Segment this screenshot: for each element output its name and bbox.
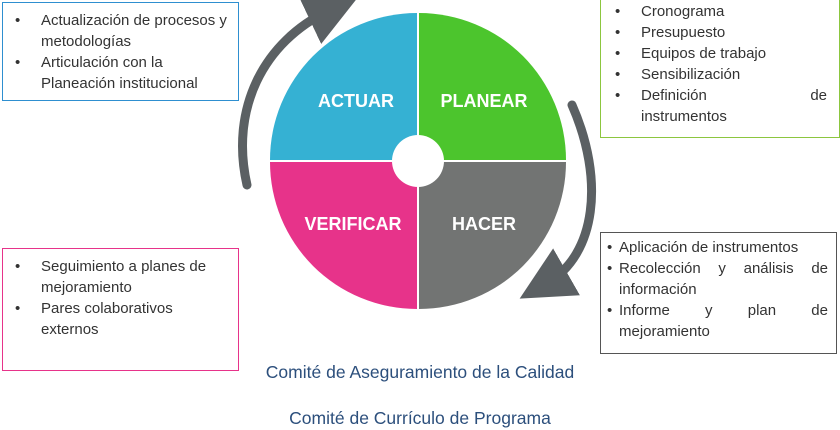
verificar-item: Pares colaborativos externos — [9, 298, 232, 340]
hacer-actions-box: Aplicación de instrumentos Recolección y… — [600, 232, 837, 354]
planear-item-line: instrumentos — [641, 108, 727, 125]
quadrant-label-actuar: ACTUAR — [318, 91, 394, 111]
quadrant-label-planear: PLANEAR — [440, 91, 527, 111]
hacer-item: Informe y plan de mejoramiento — [607, 300, 828, 342]
quadrant-label-hacer: HACER — [452, 214, 516, 234]
actuar-item: Actualización de procesos y metodologías — [9, 10, 232, 52]
verificar-item: Seguimiento a planes de mejoramiento — [9, 256, 232, 298]
hacer-item: Aplicación de instrumentos — [607, 237, 828, 258]
planear-item: Sensibilización — [609, 64, 827, 85]
planear-item: Equipos de trabajo — [609, 43, 827, 64]
committee-program-curriculum: Comité de Currículo de Programa — [289, 408, 551, 428]
hacer-item-line: mejoramiento — [619, 323, 710, 340]
committee-quality-assurance: Comité de Aseguramiento de la Calidad — [265, 362, 575, 382]
planear-actions-box: Cronograma Presupuesto Equipos de trabaj… — [600, 0, 840, 138]
quadrant-label-verificar: VERIFICAR — [304, 214, 401, 234]
planear-item: Definición de instrumentos — [609, 85, 827, 127]
actuar-actions-box: Actualización de procesos y metodologías… — [2, 2, 239, 101]
hacer-item-line: Recolección y análisis de — [619, 260, 828, 277]
hacer-item: Recolección y análisis de información — [607, 258, 828, 300]
cycle-arrow-top-left — [238, 0, 359, 190]
hacer-item-line: información — [619, 281, 697, 298]
hacer-item-line: Informe y plan de — [619, 302, 828, 319]
center-hub — [392, 135, 444, 187]
quadrant-verificar — [270, 162, 417, 309]
planear-item-line: Definición de — [641, 87, 827, 104]
quadrant-planear — [419, 13, 566, 160]
quadrant-hacer — [419, 162, 566, 309]
verificar-actions-box: Seguimiento a planes de mejoramiento Par… — [2, 248, 239, 371]
planear-item: Presupuesto — [609, 22, 827, 43]
quadrant-actuar — [270, 13, 417, 160]
planear-item: Cronograma — [609, 1, 827, 22]
cycle-arrow-bottom-right — [519, 100, 597, 299]
actuar-item: Articulación con la Planeación instituci… — [9, 52, 232, 94]
